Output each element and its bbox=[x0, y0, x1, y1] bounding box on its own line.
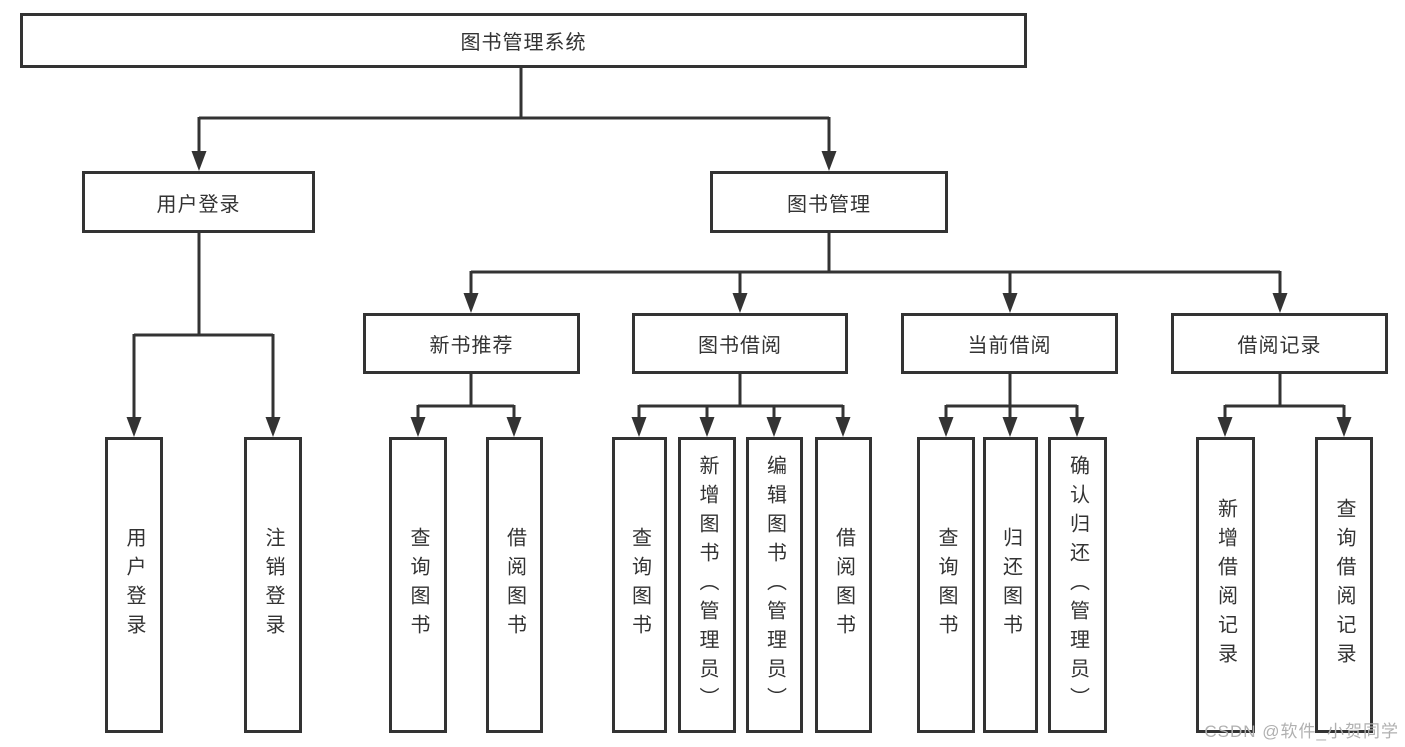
connectors-borrow-records-branch bbox=[1217, 372, 1352, 437]
leaf-return-books: 归还图书 bbox=[983, 437, 1038, 733]
node-user-login: 用户登录 bbox=[82, 171, 315, 233]
connector-line bbox=[416, 372, 516, 418]
leaf-borrow-books-1: 借阅图书 bbox=[486, 437, 543, 733]
leaf-query-borrow-record: 查询借阅记录 bbox=[1315, 437, 1373, 733]
arrowhead bbox=[732, 293, 748, 313]
connector-line bbox=[637, 372, 845, 418]
arrowhead bbox=[835, 417, 851, 437]
arrowhead bbox=[1272, 293, 1288, 313]
arrowhead bbox=[699, 417, 715, 437]
connector-line bbox=[132, 231, 275, 418]
arrowhead bbox=[1002, 417, 1018, 437]
node-root: 图书管理系统 bbox=[20, 13, 1027, 68]
leaf-query-books-1: 查询图书 bbox=[389, 437, 447, 733]
arrowhead bbox=[821, 151, 837, 171]
leaf-add-borrow-record: 新增借阅记录 bbox=[1196, 437, 1255, 733]
leaf-add-books-admin: 新增图书（管理员） bbox=[678, 437, 736, 733]
leaf-edit-books-admin: 编辑图书（管理员） bbox=[746, 437, 803, 733]
connectors-book-borrow-branch bbox=[631, 372, 851, 437]
connector-line bbox=[944, 372, 1079, 418]
leaf-query-books-2: 查询图书 bbox=[612, 437, 667, 733]
connectors-user-login-branch bbox=[126, 231, 281, 437]
arrowhead bbox=[1336, 417, 1352, 437]
leaf-confirm-return-admin: 确认归还（管理员） bbox=[1048, 437, 1107, 733]
leaf-borrow-books-2: 借阅图书 bbox=[815, 437, 872, 733]
connector-line bbox=[469, 231, 1282, 294]
arrowhead bbox=[191, 151, 207, 171]
connector-line bbox=[197, 66, 831, 152]
node-current-borrow: 当前借阅 bbox=[901, 313, 1118, 374]
arrowhead bbox=[265, 417, 281, 437]
arrowhead bbox=[631, 417, 647, 437]
leaf-logout: 注销登录 bbox=[244, 437, 302, 733]
leaf-user-login: 用户登录 bbox=[105, 437, 163, 733]
arrowhead bbox=[410, 417, 426, 437]
arrowhead bbox=[1002, 293, 1018, 313]
arrowhead bbox=[938, 417, 954, 437]
csdn-watermark: CSDN @软件_小贺同学 bbox=[1204, 722, 1399, 741]
arrowhead bbox=[1069, 417, 1085, 437]
node-book-borrow: 图书借阅 bbox=[632, 313, 848, 374]
arrowhead bbox=[766, 417, 782, 437]
connector-line bbox=[1223, 372, 1346, 418]
node-book-mgmt: 图书管理 bbox=[710, 171, 948, 233]
connectors-root-branch bbox=[191, 66, 837, 171]
node-borrow-records: 借阅记录 bbox=[1171, 313, 1388, 374]
node-new-books: 新书推荐 bbox=[363, 313, 580, 374]
connectors-current-borrow-branch bbox=[938, 372, 1085, 437]
arrowhead bbox=[463, 293, 479, 313]
connectors-book-mgmt-branch bbox=[463, 231, 1288, 313]
arrowhead bbox=[506, 417, 522, 437]
connectors-new-books-branch bbox=[410, 372, 522, 437]
arrowhead bbox=[1217, 417, 1233, 437]
arrowhead bbox=[126, 417, 142, 437]
leaf-query-books-3: 查询图书 bbox=[917, 437, 975, 733]
